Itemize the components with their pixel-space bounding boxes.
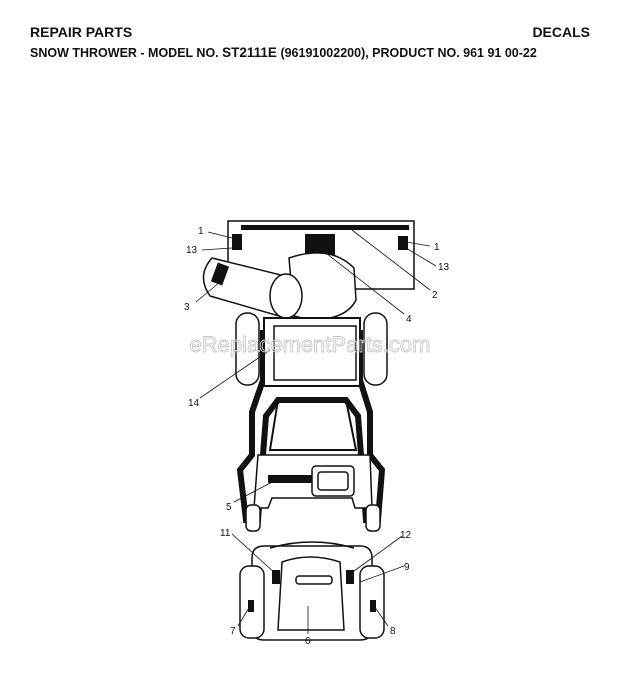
engine-section — [245, 454, 381, 532]
section-title: DECALS — [532, 24, 590, 40]
leader-lines — [195, 229, 437, 634]
callout-13-right: 13 — [438, 262, 450, 273]
callout-1-right: 1 — [434, 242, 440, 253]
subtitle-prefix: SNOW THROWER - MODEL NO. — [30, 46, 219, 60]
callout-9: 9 — [404, 562, 410, 573]
discharge-chute — [202, 252, 357, 321]
callout-8: 8 — [390, 626, 396, 637]
callout-11: 11 — [220, 528, 231, 539]
callout-5: 5 — [226, 502, 232, 513]
page-title: REPAIR PARTS — [30, 24, 133, 40]
front-wheels — [235, 312, 388, 386]
model-number: ST2111E — [222, 45, 277, 60]
watermark: eReplacementParts.com — [190, 332, 431, 357]
callout-6: 6 — [305, 636, 311, 647]
rear-view — [239, 541, 385, 641]
callout-2: 2 — [432, 290, 438, 301]
callout-13-left: 13 — [186, 245, 198, 256]
callout-12: 12 — [400, 530, 412, 541]
callout-14: 14 — [188, 398, 200, 409]
callout-7: 7 — [230, 626, 236, 637]
model-subtitle: SNOW THROWER - MODEL NO. ST2111E (961910… — [30, 45, 537, 60]
callout-4: 4 — [406, 314, 412, 325]
subtitle-suffix: (96191002200), PRODUCT NO. 961 91 00-22 — [280, 46, 537, 60]
frame — [236, 317, 386, 523]
callout-3: 3 — [184, 302, 190, 313]
callout-1-left: 1 — [198, 226, 204, 237]
